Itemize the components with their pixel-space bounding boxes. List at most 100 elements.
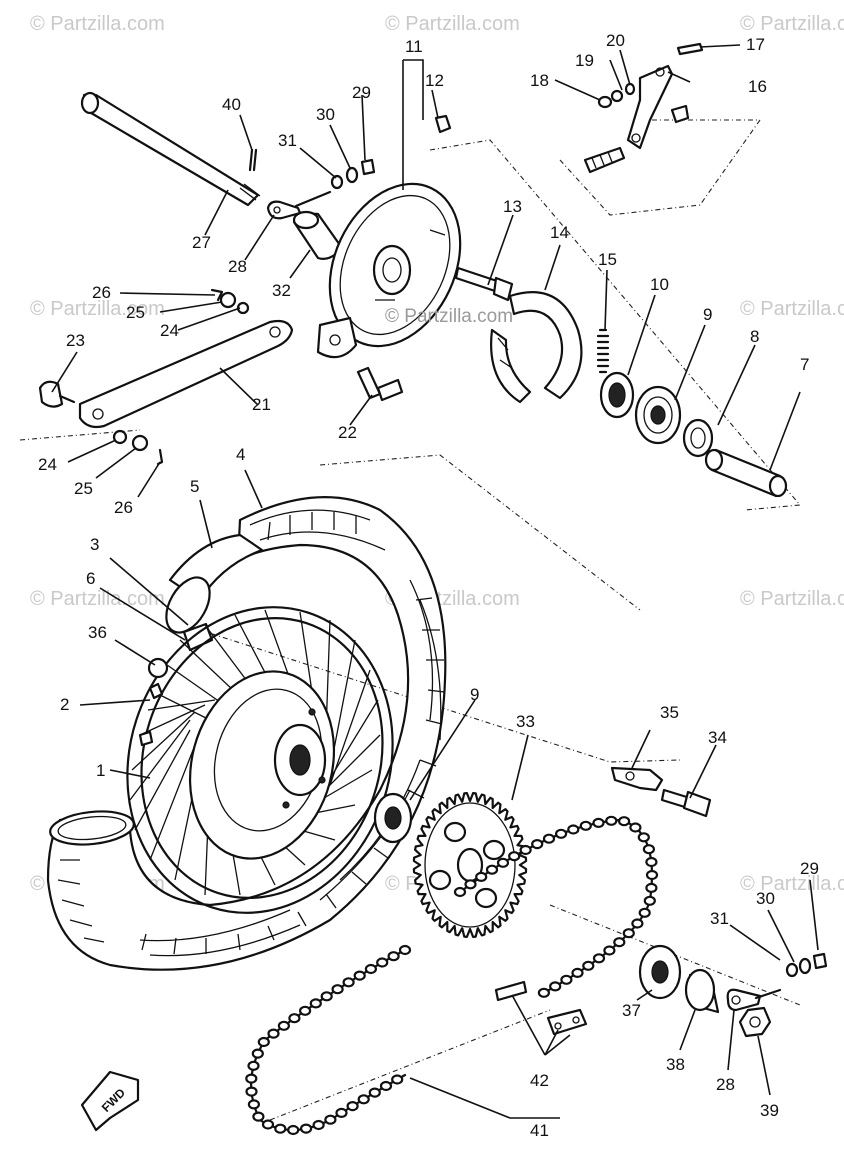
- cotter-pin: [248, 148, 258, 172]
- chain-link: [320, 991, 333, 1002]
- chain-link: [613, 937, 626, 948]
- chain-link: [542, 833, 556, 844]
- chain-link: [288, 1013, 301, 1024]
- chain-link: [645, 856, 658, 868]
- chain-link: [247, 1099, 260, 1110]
- brake-shoe-plate: [316, 182, 462, 359]
- callout-41: 41: [530, 1121, 549, 1140]
- chain-link: [453, 886, 467, 898]
- chain-link: [592, 953, 606, 964]
- chain-link: [643, 895, 656, 906]
- callout-15: 15: [598, 250, 617, 269]
- axle-spacer: [704, 448, 788, 498]
- chain-link: [387, 951, 400, 962]
- chain-link: [629, 822, 642, 833]
- callout-39: 39: [760, 1101, 779, 1120]
- chain-link: [579, 820, 592, 831]
- chain-link: [261, 1119, 275, 1130]
- chain-link: [631, 918, 644, 929]
- oil-seal: [599, 371, 635, 419]
- chain-link: [299, 1005, 312, 1016]
- callout-1: 1: [96, 761, 105, 780]
- chain-link: [549, 981, 562, 992]
- callout-35: 35: [660, 703, 679, 722]
- watermark: © Partzilla.com: [30, 13, 165, 35]
- chain-link: [519, 844, 532, 856]
- watermark-center: © Partzilla.com: [385, 306, 513, 327]
- torque-arm-fasteners: [112, 288, 250, 466]
- callout-24: 24: [160, 321, 179, 340]
- chain-link: [605, 815, 618, 826]
- chain-link: [376, 957, 389, 968]
- callout-26: 26: [92, 283, 111, 302]
- chain-link: [346, 1100, 359, 1112]
- chain-link: [592, 817, 605, 829]
- callout-21: 21: [252, 395, 271, 414]
- callout-22: 22: [338, 423, 357, 442]
- watermark: © Partzilla.com: [385, 13, 520, 35]
- rim-band: [182, 622, 214, 652]
- chain-link: [331, 984, 344, 995]
- brake-camshaft: [454, 266, 514, 302]
- callout-30: 30: [756, 889, 775, 908]
- torque-arm-bolt: [356, 366, 404, 402]
- chain-link: [335, 1107, 348, 1119]
- leader-lines: [51, 44, 819, 1119]
- chain-link: [312, 1119, 325, 1131]
- chain-link: [638, 907, 651, 918]
- chain-link: [560, 974, 573, 985]
- sprocket-bolt: [660, 788, 712, 818]
- wheel-hub: [188, 670, 336, 860]
- callouts: 1 2 3 4 5 6 7 8 9 9 10 11 12 13 14 15 16…: [38, 31, 819, 1140]
- callout-4: 4: [236, 445, 245, 464]
- callout-9: 9: [703, 305, 712, 324]
- chain-link: [324, 1114, 337, 1125]
- chain-link: [603, 945, 616, 956]
- callout-33: 33: [516, 712, 535, 731]
- callout-19: 19: [575, 51, 594, 70]
- chain-link: [277, 1020, 290, 1031]
- watermark: © Partzilla.com: [740, 873, 844, 895]
- torque-arm-front-bolt: [38, 380, 76, 408]
- chain-link: [252, 1111, 265, 1122]
- watermark: © Partzilla.com: [30, 588, 165, 610]
- chain-link: [617, 816, 631, 827]
- chain-link: [267, 1028, 280, 1039]
- callout-42: 42: [530, 1071, 549, 1090]
- axle-right-parts: [638, 944, 828, 1038]
- chain-link: [582, 960, 595, 971]
- callout-29: 29: [352, 83, 371, 102]
- chain-link: [554, 828, 568, 839]
- callout-16: 16: [748, 77, 767, 96]
- sprocket-lock-plate: [610, 766, 664, 792]
- callout-8: 8: [750, 327, 759, 346]
- chain-link: [357, 1094, 370, 1105]
- callout-30: 30: [316, 105, 335, 124]
- bearing-lower: [373, 792, 413, 844]
- chain-link: [368, 1087, 381, 1098]
- callout-3: 3: [90, 535, 99, 554]
- chain-link: [257, 1036, 270, 1048]
- bearing-top: [634, 385, 682, 445]
- callout-7: 7: [800, 355, 809, 374]
- chain-link: [398, 944, 412, 956]
- callout-20: 20: [606, 31, 625, 50]
- drive-chain: [245, 815, 659, 1136]
- callout-2: 2: [60, 695, 69, 714]
- callout-25: 25: [126, 303, 145, 322]
- callout-34: 34: [708, 728, 727, 747]
- chain-link: [274, 1123, 287, 1134]
- callout-38: 38: [666, 1055, 685, 1074]
- callout-40: 40: [222, 95, 241, 114]
- chain-link: [485, 864, 499, 875]
- rear-axle: [80, 91, 261, 207]
- callout-31: 31: [278, 131, 297, 150]
- chain-puller: [266, 190, 332, 220]
- chain-link: [508, 851, 521, 862]
- chain-link: [391, 1074, 404, 1085]
- callout-6: 6: [86, 569, 95, 588]
- chain-link: [645, 869, 659, 881]
- brake-shoe: [490, 291, 583, 404]
- watermark: © Partzilla.com: [740, 588, 844, 610]
